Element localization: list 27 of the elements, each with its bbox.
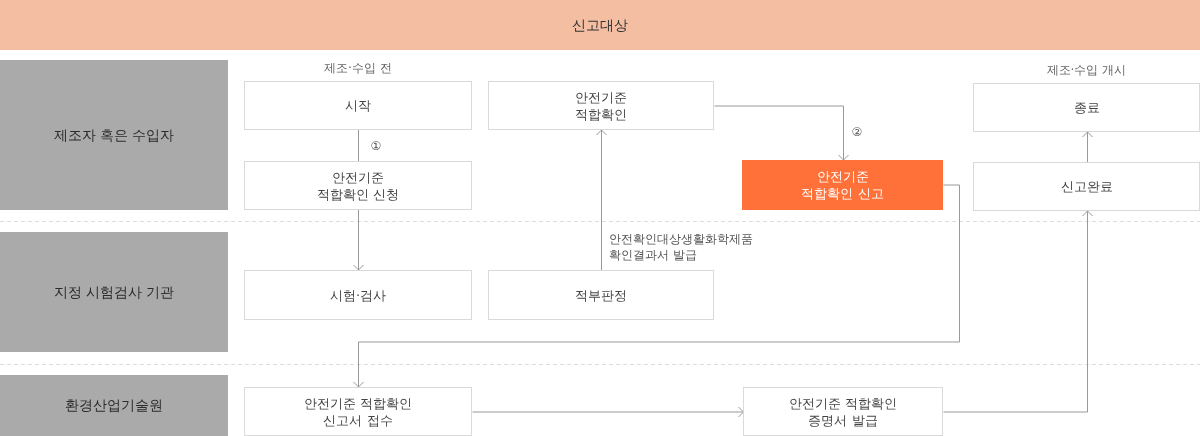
arrow	[714, 105, 849, 161]
arrow	[943, 210, 1093, 413]
process-box: 안전기준 적합확인 신고서 접수	[244, 387, 472, 436]
process-box: 시작	[244, 81, 472, 130]
lane-header: 제조자 혹은 수입자	[0, 60, 228, 210]
header-band: 신고대상	[0, 0, 1200, 50]
process-box: 시험·검사	[244, 270, 472, 320]
arrow	[472, 406, 744, 418]
process-box: 안전기준 적합확인	[488, 81, 714, 130]
edge-label: ①	[370, 138, 382, 154]
arrow	[353, 209, 364, 271]
highlighted-box: 안전기준 적합확인 신고	[742, 160, 943, 210]
arrow	[596, 129, 607, 271]
process-box: 안전기준 적합확인 증명서 발급	[743, 387, 943, 436]
edge-label: ②	[851, 124, 863, 140]
lane-header: 지정 시험검사 기관	[0, 232, 228, 352]
lane-header: 환경산업기술원	[0, 375, 228, 436]
process-box: 적부판정	[488, 270, 714, 320]
edge-label: 안전확인대상생활화학제품 확인결과서 발급	[609, 231, 754, 263]
stage-caption: 제조·수입 개시	[1046, 63, 1127, 77]
arrow	[1082, 131, 1093, 163]
stage-caption: 제조·수입 전	[324, 61, 392, 75]
arrow	[353, 184, 960, 388]
process-box: 신고완료	[973, 162, 1200, 211]
process-box: 안전기준 적합확인 신청	[244, 161, 472, 210]
connector-line	[358, 129, 359, 162]
process-box: 종료	[973, 83, 1200, 132]
